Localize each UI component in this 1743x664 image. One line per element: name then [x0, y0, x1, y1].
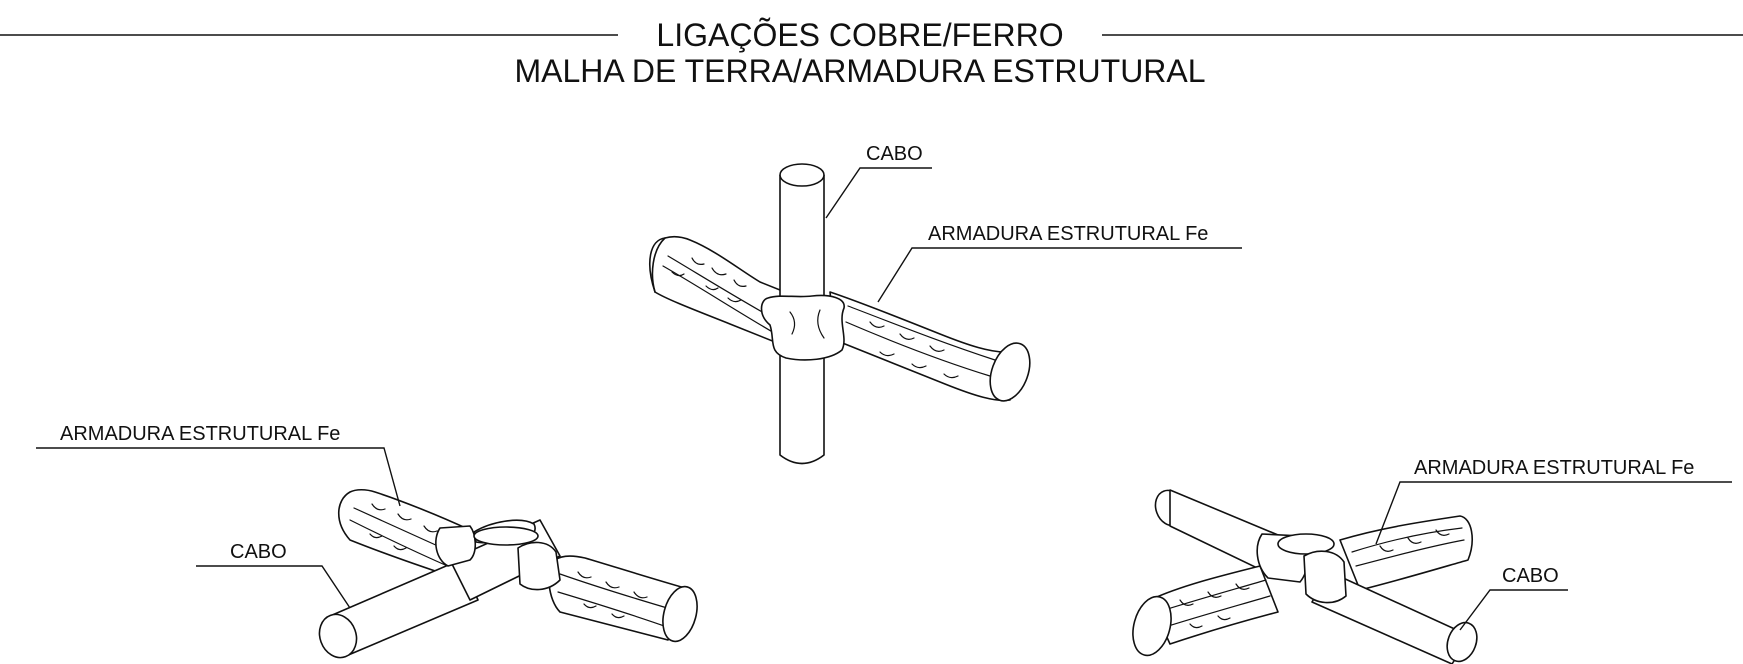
right-rebar-label: ARMADURA ESTRUTURAL Fe [1414, 457, 1694, 479]
left-cable-callout: CABO [196, 541, 351, 609]
left-rebar-label: ARMADURA ESTRUTURAL Fe [60, 423, 340, 445]
left-rebar-front [548, 555, 698, 643]
top-rebar-label: ARMADURA ESTRUTURAL Fe [928, 223, 1208, 245]
right-rebar-front [1132, 565, 1279, 657]
top-rebar-callout: ARMADURA ESTRUTURAL Fe [877, 223, 1242, 303]
left-rebar-callout: ARMADURA ESTRUTURAL Fe [36, 423, 401, 507]
right-weld [1256, 533, 1347, 604]
title-line-1: LIGAÇÕES COBRE/FERRO [656, 17, 1063, 53]
title-block: LIGAÇÕES COBRE/FERRO MALHA DE TERRA/ARMA… [0, 17, 1743, 89]
top-rebar-left [649, 235, 801, 349]
top-weld [760, 294, 845, 361]
top-cable-callout: CABO [825, 143, 932, 219]
left-cable-label: CABO [230, 541, 287, 563]
right-assembly [1132, 489, 1478, 664]
title-line-2: MALHA DE TERRA/ARMADURA ESTRUTURAL [514, 53, 1205, 89]
right-cable-label: CABO [1502, 565, 1559, 587]
right-rebar-back [1339, 515, 1473, 591]
left-weld [435, 519, 561, 591]
top-rebar-right [829, 291, 1031, 402]
right-cable-callout: CABO [1459, 565, 1568, 631]
top-assembly [649, 163, 1031, 465]
right-rebar-callout: ARMADURA ESTRUTURAL Fe [1375, 457, 1732, 545]
left-assembly [318, 488, 698, 659]
top-cable-label: CABO [866, 143, 923, 165]
